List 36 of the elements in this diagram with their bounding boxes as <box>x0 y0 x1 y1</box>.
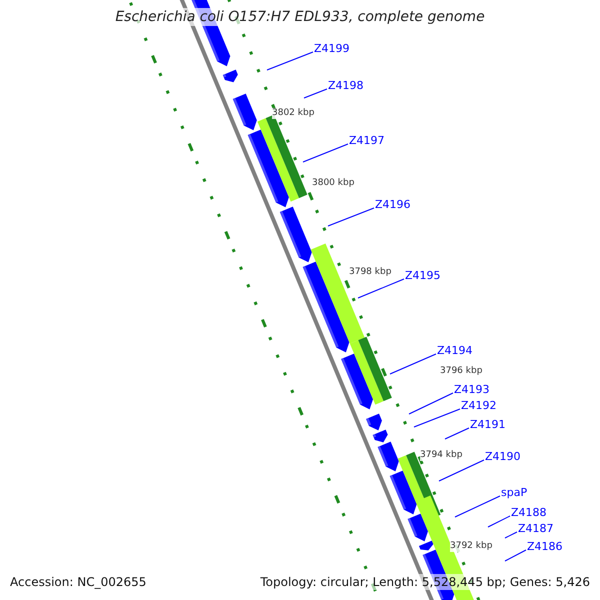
leader-line <box>444 428 470 440</box>
gene-label: Z4188 <box>511 506 547 520</box>
leader-line <box>488 516 510 528</box>
gene-label: Z4191 <box>470 418 506 432</box>
gene-label: spaP <box>501 486 528 500</box>
gene-label: Z4194 <box>437 344 473 358</box>
leader-line <box>414 408 460 428</box>
position-label: 3798 kbp <box>349 267 392 278</box>
leader-line <box>390 354 436 374</box>
position-label: 3794 kbp <box>420 450 462 461</box>
position-label: 3792 kbp <box>450 541 492 552</box>
leader-line <box>358 278 404 298</box>
position-label: 3800 kbp <box>312 178 354 189</box>
gene-label: Z4187 <box>518 522 554 536</box>
genome-stats: Topology: circular; Length: 5,528,445 bp; Genes: 5,426 <box>258 574 592 590</box>
leader-line <box>304 88 328 98</box>
leader-line <box>438 460 484 482</box>
accession-label: Accession: NC_002655 <box>8 574 148 590</box>
position-label: 3796 kbp <box>440 366 482 377</box>
gene-label: Z4186 <box>527 540 563 554</box>
leader-line <box>454 496 500 518</box>
gene-label: Z4199 <box>314 42 350 56</box>
gene-label: Z4196 <box>375 198 411 212</box>
position-label: 3802 kbp <box>272 108 314 119</box>
leader-line <box>504 532 518 538</box>
gene-label: Z4198 <box>328 79 364 93</box>
gene-label: Z4193 <box>454 383 490 397</box>
gene-label: Z4190 <box>485 450 521 464</box>
gene-label: Z4192 <box>461 399 497 413</box>
gene-label: Z4197 <box>349 134 385 148</box>
gene-label: Z4195 <box>405 269 441 283</box>
leader-line <box>504 550 526 562</box>
leader-line <box>302 144 348 162</box>
leader-line <box>266 52 314 70</box>
leader-line <box>408 392 454 414</box>
leader-line <box>328 208 374 226</box>
